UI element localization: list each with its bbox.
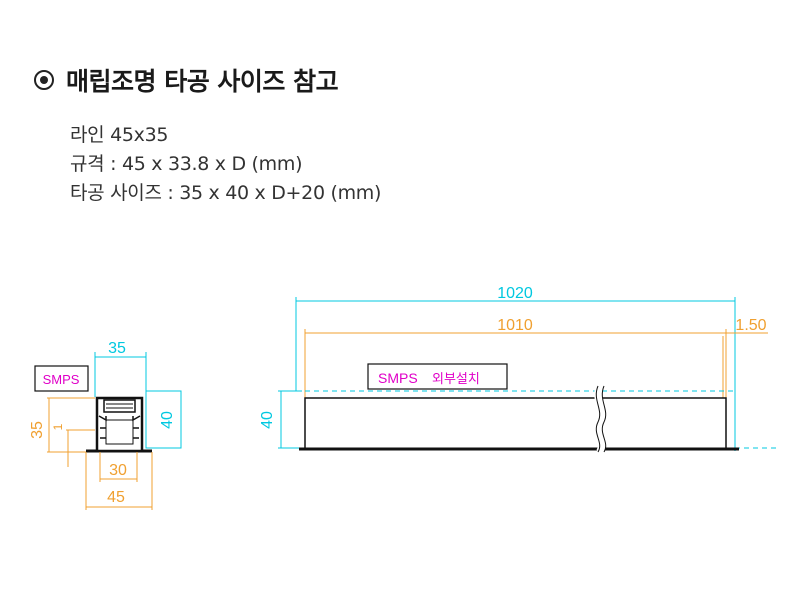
section-dim-right: 40: [159, 411, 176, 429]
section-profile: [86, 396, 152, 453]
side-smps-note: 외부설치: [432, 371, 480, 386]
section-dim-left: 35: [29, 421, 46, 439]
side-dim-height-lines: [278, 390, 302, 449]
side-view: 1020 1010 1.50 40 SMPS 외부설치: [259, 285, 780, 455]
side-smps-box: [367, 363, 508, 390]
side-dim-total-lines: [295, 297, 736, 451]
section-dim-top: 35: [108, 340, 126, 357]
section-dim-bottom-lines: [85, 452, 153, 510]
section-dim-inner-lines: [99, 452, 138, 482]
side-break-mark: [594, 384, 607, 455]
section-dim-inner: 30: [109, 462, 127, 479]
side-cutout-outline: [296, 390, 780, 449]
section-smps-box: [34, 365, 89, 392]
side-dim-body: 1010: [497, 317, 533, 334]
bullet-icon: [34, 70, 54, 90]
side-smps-label: SMPS: [378, 370, 418, 386]
section-dim-left-small: 1: [51, 423, 65, 430]
side-dim-height: 40: [259, 411, 276, 429]
side-profile: [299, 397, 739, 451]
section-dim-top-lines: [94, 352, 147, 397]
spec-standard: 규격 : 45 x 33.8 x D (mm): [70, 153, 303, 175]
section-dim-left-lines: [47, 397, 95, 467]
spec-cutout: 타공 사이즈 : 35 x 40 x D+20 (mm): [70, 182, 382, 204]
section-dim-right-lines: [145, 390, 182, 449]
spec-list: 라인 45x35 규격 : 45 x 33.8 x D (mm) 타공 사이즈 …: [70, 121, 381, 208]
side-dim-body-lines: [304, 329, 768, 398]
side-dim-total: 1020: [497, 285, 533, 302]
page-title: 매립조명 타공 사이즈 참고: [66, 67, 339, 96]
section-dim-bottom: 45: [107, 489, 125, 506]
side-dim-offset: 1.50: [735, 317, 766, 334]
section-smps-label: SMPS: [43, 372, 80, 387]
spec-line: 라인 45x35: [70, 124, 169, 146]
title-row: 매립조명 타공 사이즈 참고: [34, 60, 339, 100]
section-view: SMPS 35 40 35 1: [29, 340, 182, 510]
